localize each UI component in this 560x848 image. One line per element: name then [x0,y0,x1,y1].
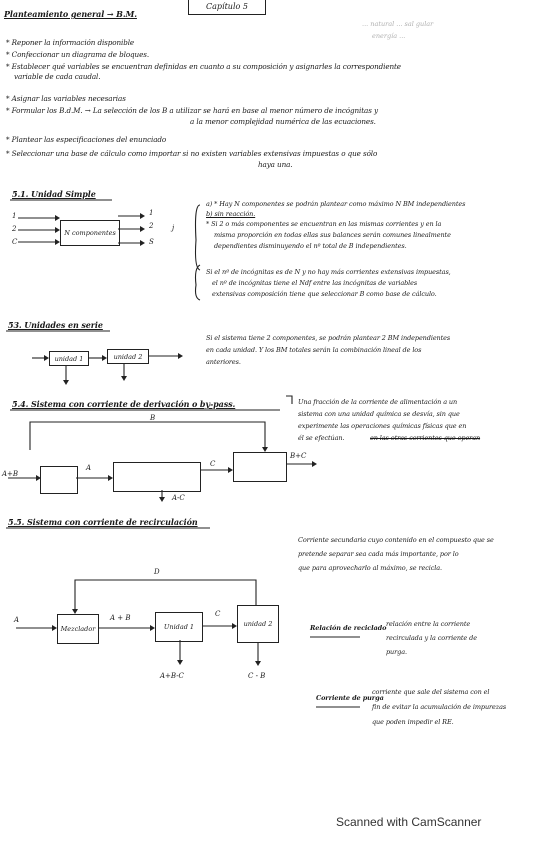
section-heading: 53. Unidades en serie [8,320,103,330]
note-line: pretende separar sea cada más importante… [298,550,459,558]
unit-box-2: unidad 2 [107,349,149,364]
definition-line: relación entre la corriente [386,620,471,628]
definition-line: que poden impedir el RE. [372,718,454,726]
step-line: variable de cada caudal. [14,72,101,81]
stream-label: A+B-C [160,672,184,680]
scanner-watermark: Scanned with CamScanner [336,815,482,829]
note-line: dependientes disminuyendo el nº total de… [214,242,407,250]
unit-box-1: unidad 1 [49,351,89,366]
input-label: 1 [12,212,17,220]
chapter-title: Capítulo 5 [188,0,266,15]
note-line: Corriente secundaria cuyo contenido en e… [298,536,494,544]
definition-line: corriente que sale del sistema con el [372,688,490,696]
step-line: * Confeccionar un diagrama de bloques. [6,50,150,59]
note-line: * Si 2 o más componentes se encuentran e… [206,220,442,228]
output-label: 2 [149,222,154,230]
output-label: 1 [149,209,154,217]
definition-term: Relación de reciclado [310,624,387,632]
j-label: j [172,224,175,232]
section-heading: 5.1. Unidad Simple [12,189,96,199]
stream-label: C - B [248,672,266,680]
note-line: Si el nº de incógnitas es de N y no hay … [206,268,451,276]
section-heading: 5.5. Sistema con corriente de recirculac… [8,517,198,527]
note-line: Si el sistema tiene 2 componentes, se po… [206,334,451,342]
definition-line: fin de evitar la acumulación de impureza… [372,703,507,711]
mixer-box: Mezclador [57,614,99,644]
stream-label: C [215,610,221,618]
step-line: * Asignar las variables necesarias [6,94,126,103]
stream-label: A-C [172,494,185,502]
unit-box [113,462,201,492]
note-line: Una fracción de la corriente de alimenta… [298,398,458,406]
stream-label: A + B [110,614,131,622]
note-line: extensivas composición tiene que selecci… [212,290,437,298]
stream-label: A [86,464,92,472]
input-label: 2 [12,225,17,233]
step-line: * Establecer qué variables se encuentran… [6,62,401,71]
unit-box-2: unidad 2 [237,605,279,643]
definition-line: purga. [386,648,407,656]
faint-note: energía ... [372,32,406,40]
note-line: él se efectúan. [298,434,345,442]
note-line: el nº de incógnitas tiene el Ndf entre l… [212,279,418,287]
note-line: en cada unidad. Y los BM totales serán l… [206,346,422,354]
step-line: * Formular los B.d.M. → La selección de … [6,106,378,115]
mixer-box [233,452,287,482]
step-line: a la menor complejidad numérica de las e… [190,117,376,126]
input-label: C [12,238,18,246]
section-heading: 5.4. Sistema con corriente de derivación… [12,399,236,409]
definition-line: recirculada y la corriente de [386,634,477,642]
page-heading: Planteamiento general → B.M. [4,9,137,19]
stream-label: D [154,568,160,576]
note-line: misma proporción en todas ellas sus bala… [214,231,451,239]
note-line: b) sin reacción. [206,210,256,218]
stream-label: B+C [290,452,307,460]
split-box [40,466,78,494]
note-line: sistema con una unidad química se desvía… [298,410,460,418]
step-line: * Reponer la información disponible [6,38,135,47]
step-line: * Seleccionar una base de cálculo como i… [6,149,378,158]
note-line: anteriores. [206,358,241,366]
note-line: experimente las operaciones químicas fís… [298,422,467,430]
struck-text: en las otras corrientes que operan [370,434,481,442]
unit-box: N componentes [60,220,120,246]
stream-label: A [14,616,20,624]
stream-label: A+B [2,470,19,478]
stream-label: B [150,414,156,422]
step-line: haya una. [258,160,293,169]
faint-note: ... natural ... sal gular [362,20,434,28]
note-line: a) * Hay N componentes se podrán plantea… [206,200,466,208]
unit-box-1: Unidad 1 [155,612,203,642]
output-label: S [149,238,154,246]
note-line: que para aprovecharlo al máximo, se reci… [298,564,442,572]
definition-term: Corriente de purga [316,694,384,702]
stream-label: C [210,460,216,468]
step-line: * Plantear las especificaciones del enun… [6,135,167,144]
